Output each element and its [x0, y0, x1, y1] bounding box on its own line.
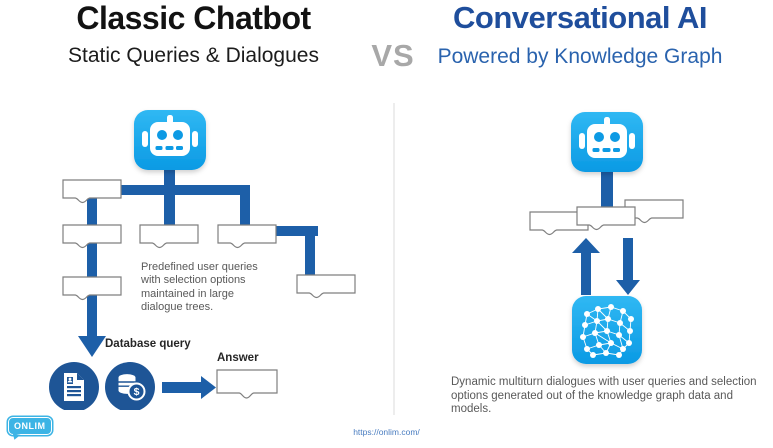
dialogue-box	[576, 206, 636, 231]
dialogue-box	[624, 199, 684, 224]
svg-text:$: $	[134, 386, 140, 398]
robot-icon	[134, 110, 206, 170]
answer-box	[216, 369, 278, 399]
robot-icon	[571, 112, 643, 172]
dialogue-tree-lines	[78, 168, 318, 399]
down-arrow-icon	[78, 336, 106, 357]
dialogue-box	[62, 224, 122, 249]
dialogue-boxes	[62, 179, 356, 399]
onlim-logo: ONLIM	[8, 417, 52, 435]
dialogue-box	[62, 276, 122, 301]
conversational-ai-diagram	[529, 100, 684, 364]
right-header: Conversational AI Powered by Knowledge G…	[387, 0, 773, 69]
knowledge-graph-icon	[572, 296, 642, 364]
right-title: Conversational AI	[453, 0, 707, 35]
left-subtitle: Static Queries & Dialogues	[68, 43, 319, 67]
dialogue-box	[529, 211, 589, 236]
answer-label: Answer	[217, 352, 259, 364]
right-arrow-icon	[162, 382, 202, 393]
left-description: Predefined user queries with selection o…	[141, 261, 258, 314]
left-title: Classic Chatbot	[76, 0, 311, 36]
vertical-divider	[393, 103, 395, 415]
left-header: Classic Chatbot Static Queries & Dialogu…	[0, 0, 387, 68]
vs-label: VS	[371, 38, 415, 73]
right-description: Dynamic multiturn dialogues with user qu…	[451, 376, 757, 416]
classic-chatbot-diagram: $	[49, 100, 356, 410]
database-query-label: Database query	[105, 338, 191, 350]
right-subtitle: Powered by Knowledge Graph	[437, 44, 723, 68]
database-coins-icon: $	[105, 362, 155, 410]
document-icon	[49, 362, 99, 410]
dialogue-box	[217, 224, 277, 249]
website-url: https://onlim.com/	[353, 427, 420, 437]
dialogue-boxes	[529, 199, 684, 236]
dialogue-box	[62, 179, 122, 204]
down-arrow-icon	[616, 238, 640, 295]
dialogue-box	[139, 224, 199, 249]
up-arrow-icon	[572, 238, 600, 295]
dialogue-box	[296, 274, 356, 299]
